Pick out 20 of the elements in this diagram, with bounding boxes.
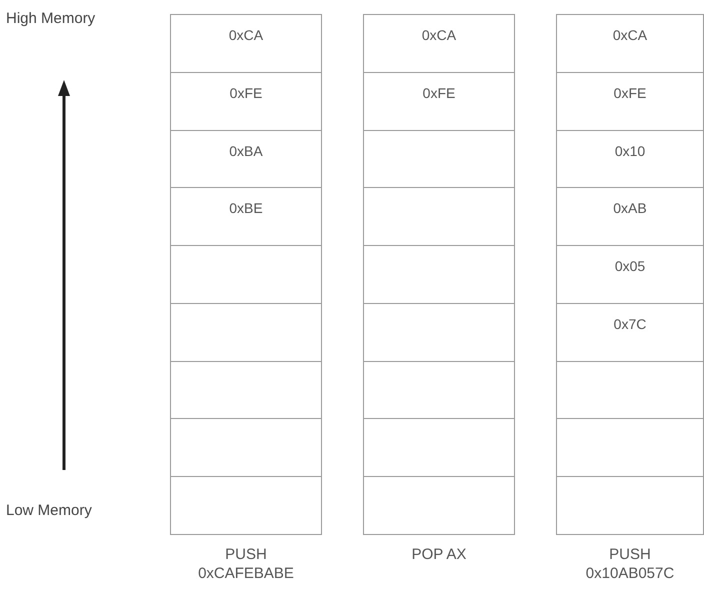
stack-column [170, 14, 322, 535]
stack-column [556, 14, 704, 535]
byte-value: 0xBE [229, 200, 263, 216]
byte-value: 0xAB [613, 200, 647, 216]
byte-value: 0xCA [422, 27, 456, 43]
byte-value: 0xFE [614, 84, 646, 101]
memory-label: High Memory [6, 10, 96, 27]
instruction-caption: POP AX [410, 545, 468, 564]
byte-value: 0x05 [614, 258, 646, 274]
byte-value: 0xCA [612, 27, 648, 43]
byte-value: 0x7C [614, 316, 646, 332]
instruction-caption: PUSH 0x10AB057C [584, 545, 676, 583]
byte-value: 0xBA [229, 142, 263, 159]
memory-label: Low Memory [6, 502, 92, 519]
byte-value: 0xFE [230, 84, 262, 101]
instruction-caption: PUSH 0xCAFEBABE [197, 545, 295, 583]
stack-column [363, 14, 515, 535]
byte-value: 0xFE [422, 84, 456, 101]
byte-value: 0x10 [614, 142, 646, 159]
byte-value: 0xCA [228, 27, 264, 43]
